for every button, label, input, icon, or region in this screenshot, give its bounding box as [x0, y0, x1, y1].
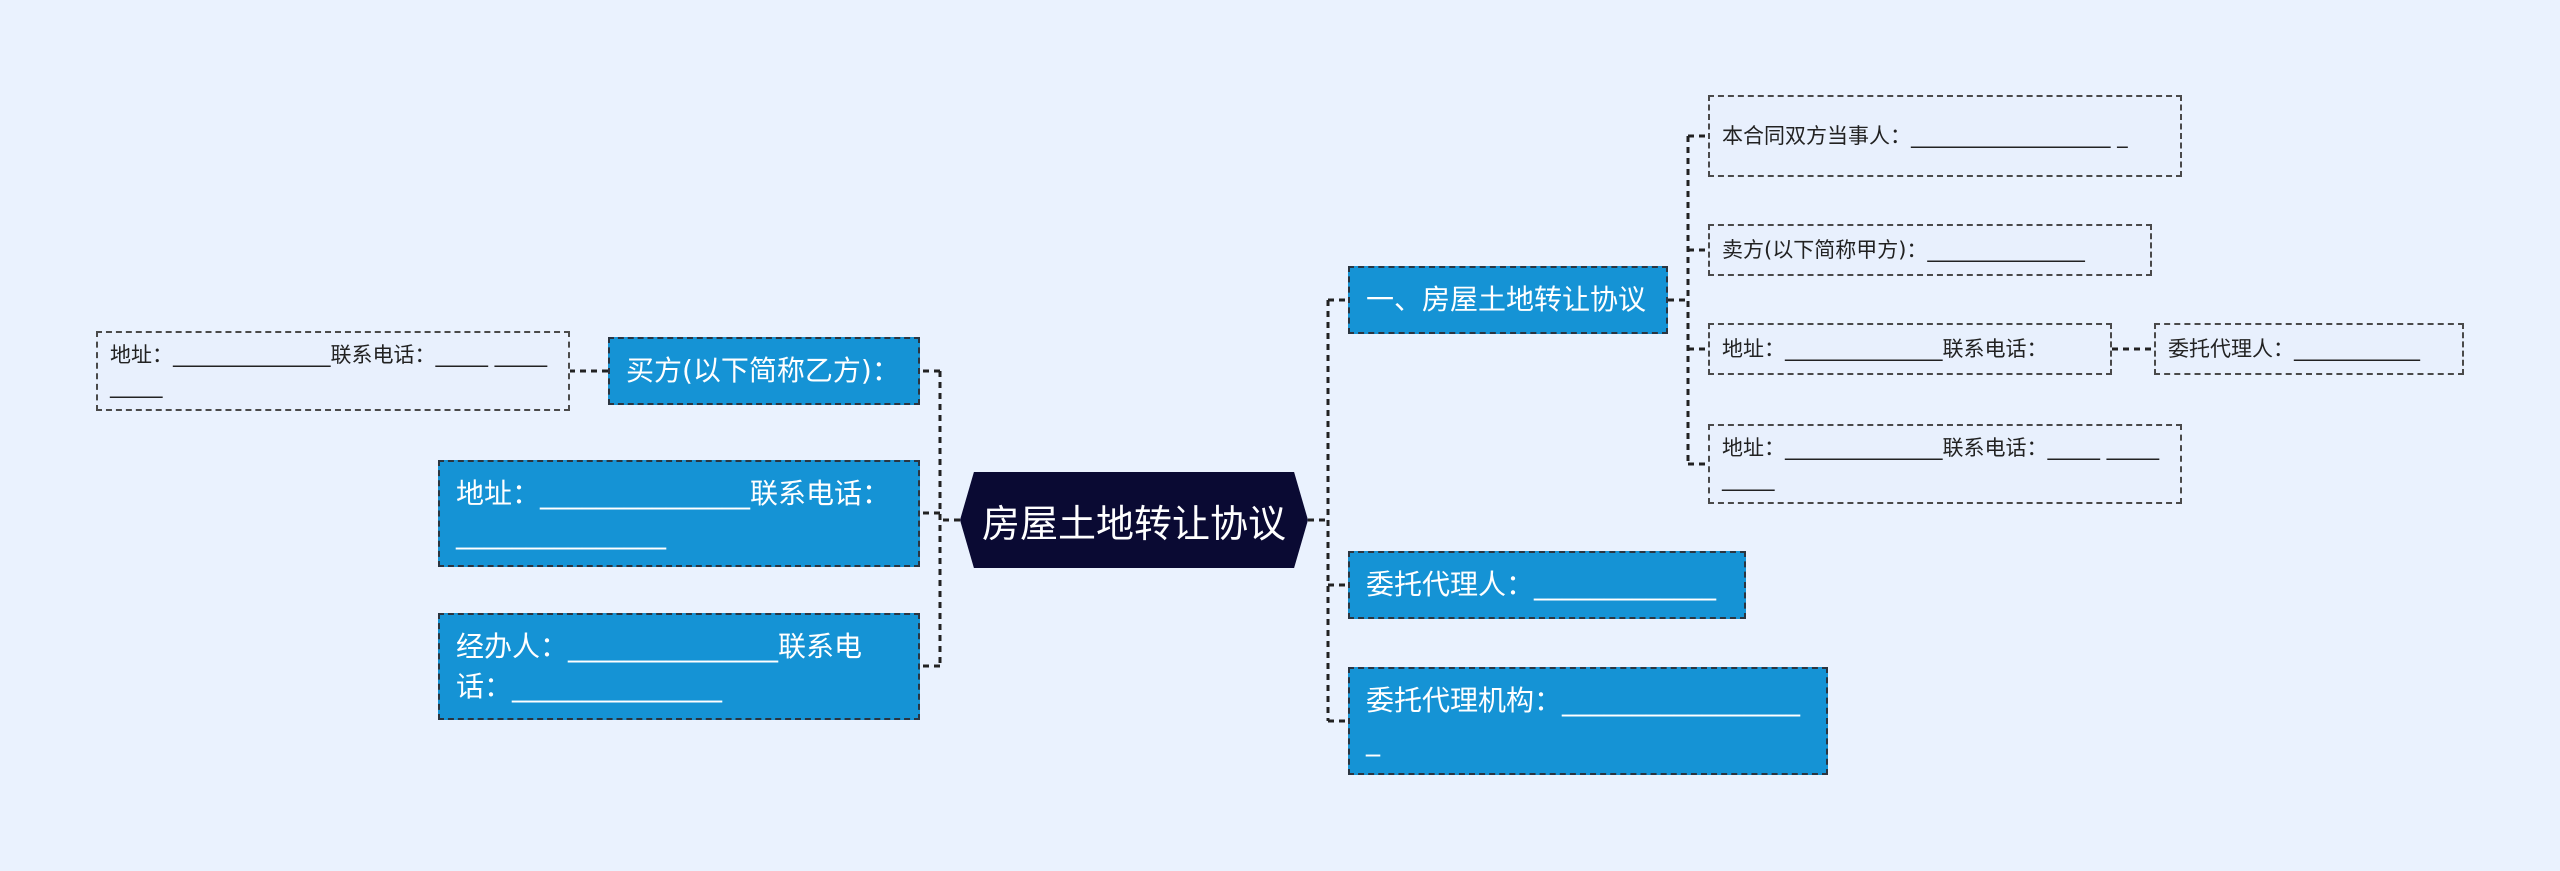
root-label: 房屋土地转让协议: [981, 501, 1286, 546]
parties-text: 本合同双方当事人：___________________ _: [1722, 123, 2128, 148]
buyer-text: 买方(以下简称乙方)：: [626, 354, 900, 387]
proxy-small-text: 委托代理人：____________: [2168, 336, 2420, 361]
address1-text: 地址：_______________联系电话：: [1722, 336, 2048, 361]
agency-node[interactable]: 委托代理机构：_________________ _: [1348, 667, 1828, 775]
address-text: 地址：_______________联系电话：_______________: [456, 476, 891, 550]
buyer-address-text: 地址：_______________联系电话：_____ __________: [110, 343, 548, 398]
seller-node[interactable]: 卖方(以下简称甲方)：_______________: [1708, 224, 2152, 276]
seller-text: 卖方(以下简称甲方)：_______________: [1722, 237, 2085, 262]
parties-node[interactable]: 本合同双方当事人：___________________ _: [1708, 95, 2182, 177]
section1-node[interactable]: 一、房屋土地转让协议: [1348, 266, 1668, 334]
buyer-node[interactable]: 买方(以下简称乙方)：: [608, 337, 920, 405]
address2-node[interactable]: 地址：_______________联系电话：_____ __________: [1708, 424, 2182, 504]
address1-node[interactable]: 地址：_______________联系电话：: [1708, 323, 2112, 375]
agent-node[interactable]: 经办人：_______________联系电话：_______________: [438, 613, 920, 720]
section1-text: 一、房屋土地转让协议: [1366, 283, 1647, 316]
proxy-text: 委托代理人：_____________: [1366, 568, 1717, 601]
address2-text: 地址：_______________联系电话：_____ __________: [1722, 436, 2160, 491]
address-node[interactable]: 地址：_______________联系电话：_______________: [438, 460, 920, 567]
root-node[interactable]: 房屋土地转让协议: [960, 472, 1308, 568]
agency-text: 委托代理机构：_________________ _: [1366, 684, 1809, 757]
proxy-small-node[interactable]: 委托代理人：____________: [2154, 323, 2464, 375]
buyer-address-node[interactable]: 地址：_______________联系电话：_____ __________: [96, 331, 570, 411]
proxy-node[interactable]: 委托代理人：_____________: [1348, 551, 1746, 619]
agent-text: 经办人：_______________联系电话：_______________: [456, 629, 863, 703]
